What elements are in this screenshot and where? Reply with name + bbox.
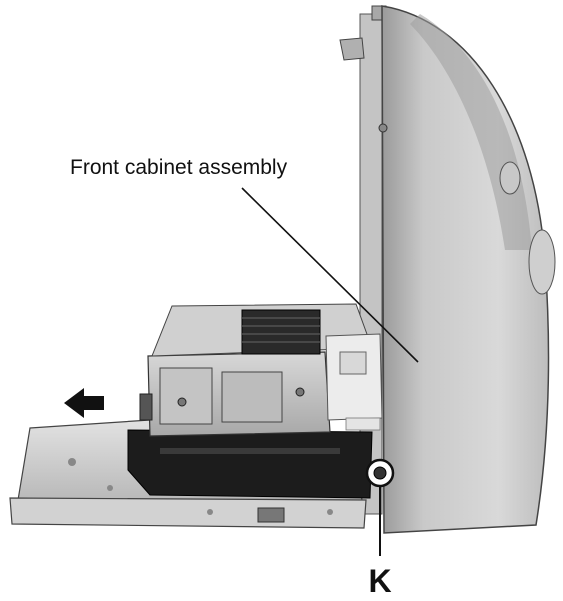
chassis-dark-body (127, 429, 373, 499)
front-cabinet-assembly (339, 5, 556, 534)
cabinet-knob-lower (528, 229, 556, 295)
chassis-panel-inset-2 (221, 371, 283, 423)
chassis-label-strip (345, 417, 381, 431)
cabinet-face-shading (410, 14, 532, 250)
cabinet-edge-screw (378, 123, 388, 133)
k-screw-head (373, 466, 387, 480)
chassis-dark-highlight (160, 448, 340, 454)
tray-slot (257, 507, 285, 523)
cabinet-knob-upper (499, 161, 521, 195)
tray-front-lip (9, 497, 367, 529)
main-chassis-unit (139, 303, 383, 437)
tray-hole-2 (107, 485, 113, 491)
chassis-left-clip (139, 393, 153, 421)
cabinet-top-bracket (339, 37, 365, 61)
tray-hole-4 (327, 509, 333, 515)
chassis-white-bracket-hole (339, 351, 367, 375)
chassis-panel-inset (159, 367, 213, 425)
tray-hole-1 (68, 458, 76, 466)
heatsink-fin-lines (242, 317, 320, 343)
chassis-screw-1 (177, 397, 187, 407)
chassis-screw-2 (295, 387, 305, 397)
lower-chassis (127, 429, 373, 499)
pull-direction-arrow-icon (64, 388, 104, 418)
tray-hole-3 (207, 509, 213, 515)
k-screw-marker (365, 458, 395, 488)
k-label: K (368, 563, 391, 599)
front-cabinet-leader-line (241, 187, 419, 363)
chassis-white-bracket (325, 333, 383, 421)
front-cabinet-label: Front cabinet assembly (70, 156, 288, 179)
heatsink-fins (241, 309, 321, 355)
